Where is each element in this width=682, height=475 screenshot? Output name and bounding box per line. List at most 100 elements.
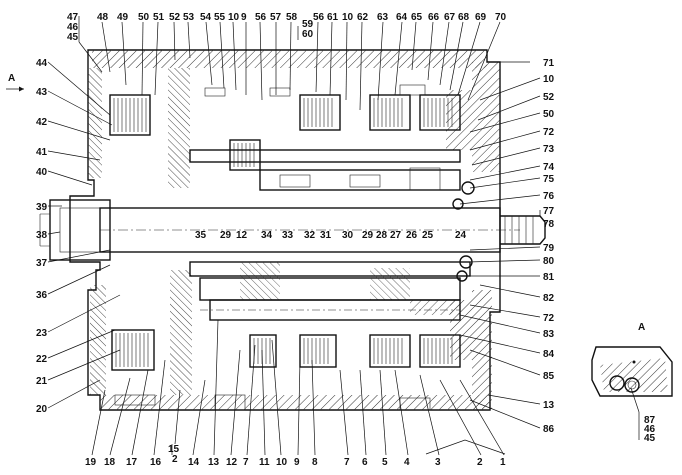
- callouts-right-label: 76: [543, 191, 555, 202]
- shaft-labels-label: 35: [195, 230, 207, 241]
- callouts-left-label: 43: [36, 87, 48, 98]
- callouts-bottom-label: 18: [104, 457, 116, 468]
- callouts-bottom-label: 1: [500, 457, 506, 468]
- callouts-top-label: 66: [428, 12, 440, 23]
- leader-lines: [47, 21, 541, 456]
- callouts-bottom-label: 2: [172, 454, 178, 465]
- callouts-left-label: 22: [36, 354, 48, 365]
- callouts-top-label: 57: [270, 12, 282, 23]
- shaft-labels-label: 32: [304, 230, 316, 241]
- callouts-bottom-label: 3: [435, 457, 441, 468]
- shaft-labels-label: 30: [342, 230, 354, 241]
- callouts-right-label: 10: [543, 74, 555, 85]
- callouts-right-label: 86: [543, 424, 555, 435]
- shaft-labels-label: 29: [362, 230, 374, 241]
- shaft-labels-label: 28: [376, 230, 388, 241]
- view-callouts-label: 45: [644, 433, 656, 444]
- callouts-bottom-label: 10: [276, 457, 288, 468]
- callouts-right: 7110525072737475767778798081827283848513…: [543, 58, 555, 435]
- callouts-bottom-label: 5: [382, 457, 388, 468]
- housing: [69, 49, 501, 411]
- shaft-labels-label: 29: [220, 230, 232, 241]
- callouts-top-label: 52: [169, 12, 181, 23]
- callouts-bottom-label: 13: [208, 457, 220, 468]
- shaft-labels-label: 24: [455, 230, 467, 241]
- callouts-top-label: 49: [117, 12, 129, 23]
- callouts-left-label: 39: [36, 202, 48, 213]
- callouts-right-label: 84: [543, 349, 555, 360]
- callouts-top-label: 56: [313, 12, 325, 23]
- callouts-left-label: 44: [36, 58, 48, 69]
- callouts-bottom-label: 7: [243, 457, 249, 468]
- callouts-right-label: 78: [543, 219, 555, 230]
- view-label-a: A: [638, 322, 645, 333]
- callouts-left-label: 23: [36, 328, 48, 339]
- shaft-labels-label: 34: [261, 230, 273, 241]
- callouts-bottom-label: 7: [344, 457, 350, 468]
- callouts-top-label: 62: [357, 12, 369, 23]
- callouts-top-label: 63: [377, 12, 389, 23]
- view-callouts-label: 46: [644, 424, 656, 435]
- callouts-top-label: 51: [153, 12, 165, 23]
- callouts-right-label: 75: [543, 174, 555, 185]
- callouts-top-label: 56: [255, 12, 267, 23]
- callouts-right-label: 77: [543, 206, 555, 217]
- callouts-right-label: 73: [543, 144, 555, 155]
- callouts-right-label: 72: [543, 127, 555, 138]
- callouts-bottom-label: 19: [85, 457, 97, 468]
- callouts-right-label: 50: [543, 109, 555, 120]
- callout-brackets: [78, 16, 640, 455]
- callouts-bottom-label: 2: [477, 457, 483, 468]
- callouts-right-label: 13: [543, 400, 555, 411]
- input-shaft: [39, 199, 546, 261]
- callouts-left-label: 37: [36, 258, 48, 269]
- callouts-left-label: 21: [36, 376, 48, 387]
- callouts-left-label: 40: [36, 167, 48, 178]
- label-group: A A: [8, 73, 645, 333]
- callouts-top-label: 69: [475, 12, 487, 23]
- callouts-top-label: 60: [302, 29, 314, 40]
- callouts-top-label: 61: [327, 12, 339, 23]
- callouts-left-label: 20: [36, 404, 48, 415]
- lower-gear-train: [189, 255, 473, 321]
- view-callouts-label: 87: [644, 415, 656, 426]
- callouts-top-label: 10: [342, 12, 354, 23]
- callouts-left-label: 41: [36, 147, 48, 158]
- callouts-left-label: 42: [36, 117, 48, 128]
- callouts-right-label: 79: [543, 243, 555, 254]
- callouts-top-label: 9: [241, 12, 247, 23]
- callouts-top-label: 58: [286, 12, 298, 23]
- view-direction-arrow: [6, 86, 24, 92]
- callouts-bottom-label: 16: [150, 457, 162, 468]
- callouts-right-label: 71: [543, 58, 555, 69]
- callouts-bottom-label: 8: [312, 457, 318, 468]
- direction-label-a: A: [8, 73, 15, 84]
- callouts-top-label: 68: [458, 12, 470, 23]
- callouts-bottom-label: 15: [168, 444, 180, 455]
- callouts-top-label: 46: [67, 22, 79, 33]
- callouts-right-label: 82: [543, 293, 555, 304]
- callouts-right-label: 81: [543, 272, 555, 283]
- shaft-labels-label: 27: [390, 230, 402, 241]
- callouts-right-label: 85: [543, 371, 555, 382]
- callouts-bottom-label: 12: [226, 457, 238, 468]
- countershaft: [189, 149, 475, 210]
- shaft-labels-label: 26: [406, 230, 418, 241]
- callouts-bottom-label: 17: [126, 457, 138, 468]
- callouts-top-label: 59: [302, 19, 314, 30]
- shaft-labels-label: 12: [236, 230, 248, 241]
- callouts-top-label: 53: [183, 12, 195, 23]
- callouts-bottom-label: 9: [294, 457, 300, 468]
- callouts-top-label: 47: [67, 12, 79, 23]
- view-a-detail: [591, 346, 673, 397]
- shaft-labels-label: 33: [282, 230, 294, 241]
- callouts-left-label: 38: [36, 230, 48, 241]
- callouts-right-label: 52: [543, 92, 555, 103]
- callouts-right-label: 74: [543, 162, 555, 173]
- clutch-packs-top: [109, 84, 461, 171]
